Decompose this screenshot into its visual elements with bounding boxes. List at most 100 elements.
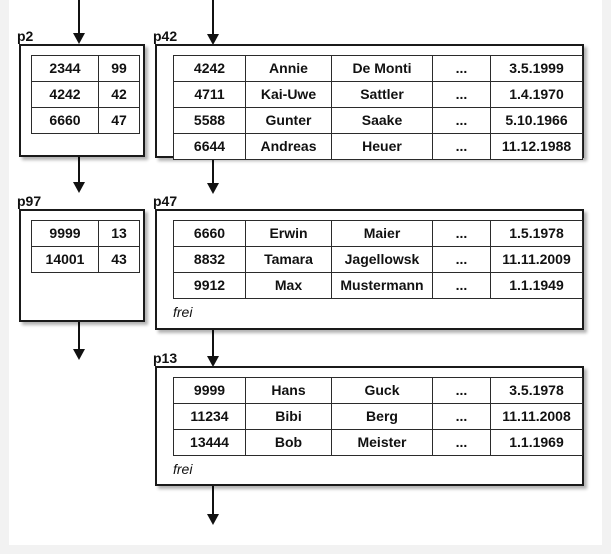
cell-lastname: Meister: [331, 429, 433, 456]
record-table-p2: 2344 99 4242 42 6660 47: [31, 55, 140, 134]
table-row: 14001 43: [31, 246, 140, 273]
cell-key: 4242: [31, 81, 99, 108]
arrow-p13-out: [206, 485, 220, 525]
page-label-p47: p47: [153, 193, 178, 209]
page-margin-strip-right: [602, 0, 611, 554]
cell-more: ...: [432, 403, 491, 430]
cell-pointer: 42: [98, 81, 140, 108]
arrow-p97-out: [72, 322, 86, 360]
cell-id: 11234: [173, 403, 246, 430]
page-box-p13: 9999 Hans Guck ... 3.5.1978 11234 Bibi B…: [155, 366, 584, 486]
table-row: 13444 Bob Meister ... 1.1.1969: [173, 429, 583, 456]
cell-more: ...: [432, 107, 491, 134]
cell-firstname: Tamara: [245, 246, 332, 273]
record-table-p13: 9999 Hans Guck ... 3.5.1978 11234 Bibi B…: [173, 377, 583, 456]
cell-date: 11.12.1988: [490, 133, 583, 160]
cell-firstname: Bob: [245, 429, 332, 456]
cell-pointer: 13: [98, 220, 140, 247]
cell-more: ...: [432, 55, 491, 82]
table-row: 6644 Andreas Heuer ... 11.12.1988: [173, 133, 583, 160]
cell-date: 11.11.2009: [490, 246, 583, 273]
page-box-p47: 6660 Erwin Maier ... 1.5.1978 8832 Tamar…: [155, 209, 584, 330]
cell-firstname: Andreas: [245, 133, 332, 160]
cell-more: ...: [432, 133, 491, 160]
cell-key: 14001: [31, 246, 99, 273]
cell-lastname: Maier: [331, 220, 433, 247]
page-box-p42: 4242 Annie De Monti ... 3.5.1999 4711 Ka…: [155, 44, 584, 160]
free-space-label-p13: frei: [173, 461, 193, 477]
cell-firstname: Hans: [245, 377, 332, 404]
cell-firstname: Kai-Uwe: [245, 81, 332, 108]
cell-lastname: Berg: [331, 403, 433, 430]
cell-lastname: Sattler: [331, 81, 433, 108]
cell-more: ...: [432, 246, 491, 273]
arrow-p47-to-p13: [206, 330, 220, 367]
cell-date: 11.11.2008: [490, 403, 583, 430]
cell-pointer: 47: [98, 107, 140, 134]
cell-more: ...: [432, 429, 491, 456]
cell-date: 1.1.1969: [490, 429, 583, 456]
cell-lastname: De Monti: [331, 55, 433, 82]
cell-lastname: Guck: [331, 377, 433, 404]
cell-date: 5.10.1966: [490, 107, 583, 134]
arrow-p42-to-p47: [206, 157, 220, 194]
cell-firstname: Bibi: [245, 403, 332, 430]
page-box-p97: 9999 13 14001 43: [19, 209, 145, 322]
cell-id: 8832: [173, 246, 246, 273]
cell-id: 13444: [173, 429, 246, 456]
arrow-p2-to-p97: [72, 157, 86, 193]
cell-id: 5588: [173, 107, 246, 134]
table-row: 6660 Erwin Maier ... 1.5.1978: [173, 220, 583, 247]
cell-pointer: 43: [98, 246, 140, 273]
cell-lastname: Jagellowsk: [331, 246, 433, 273]
page-label-p13: p13: [153, 350, 178, 366]
page-margin-strip-left: [0, 0, 9, 554]
cell-date: 3.5.1978: [490, 377, 583, 404]
cell-more: ...: [432, 81, 491, 108]
table-row: 4711 Kai-Uwe Sattler ... 1.4.1970: [173, 81, 583, 108]
cell-lastname: Heuer: [331, 133, 433, 160]
record-table-p97: 9999 13 14001 43: [31, 220, 140, 273]
page-label-p2: p2: [17, 28, 34, 44]
cell-id: 6644: [173, 133, 246, 160]
table-row: 4242 42: [31, 81, 140, 108]
cell-date: 1.5.1978: [490, 220, 583, 247]
arrow-into-p2: [72, 0, 86, 44]
page-box-p2: 2344 99 4242 42 6660 47: [19, 44, 145, 157]
cell-pointer: 99: [98, 55, 140, 82]
cell-key: 9999: [31, 220, 99, 247]
cell-firstname: Annie: [245, 55, 332, 82]
table-row: 9912 Max Mustermann ... 1.1.1949: [173, 272, 583, 299]
cell-id: 4242: [173, 55, 246, 82]
cell-date: 1.1.1949: [490, 272, 583, 299]
page-margin-strip-bottom: [0, 545, 611, 554]
table-row: 4242 Annie De Monti ... 3.5.1999: [173, 55, 583, 82]
cell-id: 9999: [173, 377, 246, 404]
cell-firstname: Max: [245, 272, 332, 299]
free-space-label-p47: frei: [173, 304, 193, 320]
cell-id: 9912: [173, 272, 246, 299]
cell-id: 4711: [173, 81, 246, 108]
record-table-p47: 6660 Erwin Maier ... 1.5.1978 8832 Tamar…: [173, 220, 583, 299]
cell-more: ...: [432, 272, 491, 299]
table-row: 6660 47: [31, 107, 140, 134]
page-label-p42: p42: [153, 28, 178, 44]
table-row: 9999 Hans Guck ... 3.5.1978: [173, 377, 583, 404]
cell-key: 6660: [31, 107, 99, 134]
cell-key: 2344: [31, 55, 99, 82]
table-row: 5588 Gunter Saake ... 5.10.1966: [173, 107, 583, 134]
cell-firstname: Gunter: [245, 107, 332, 134]
cell-date: 3.5.1999: [490, 55, 583, 82]
cell-id: 6660: [173, 220, 246, 247]
table-row: 8832 Tamara Jagellowsk ... 11.11.2009: [173, 246, 583, 273]
cell-more: ...: [432, 377, 491, 404]
cell-more: ...: [432, 220, 491, 247]
cell-lastname: Saake: [331, 107, 433, 134]
table-row: 2344 99: [31, 55, 140, 82]
page-label-p97: p97: [17, 193, 42, 209]
table-row: 11234 Bibi Berg ... 11.11.2008: [173, 403, 583, 430]
record-table-p42: 4242 Annie De Monti ... 3.5.1999 4711 Ka…: [173, 55, 583, 160]
cell-date: 1.4.1970: [490, 81, 583, 108]
arrow-into-p42: [206, 0, 220, 45]
cell-lastname: Mustermann: [331, 272, 433, 299]
